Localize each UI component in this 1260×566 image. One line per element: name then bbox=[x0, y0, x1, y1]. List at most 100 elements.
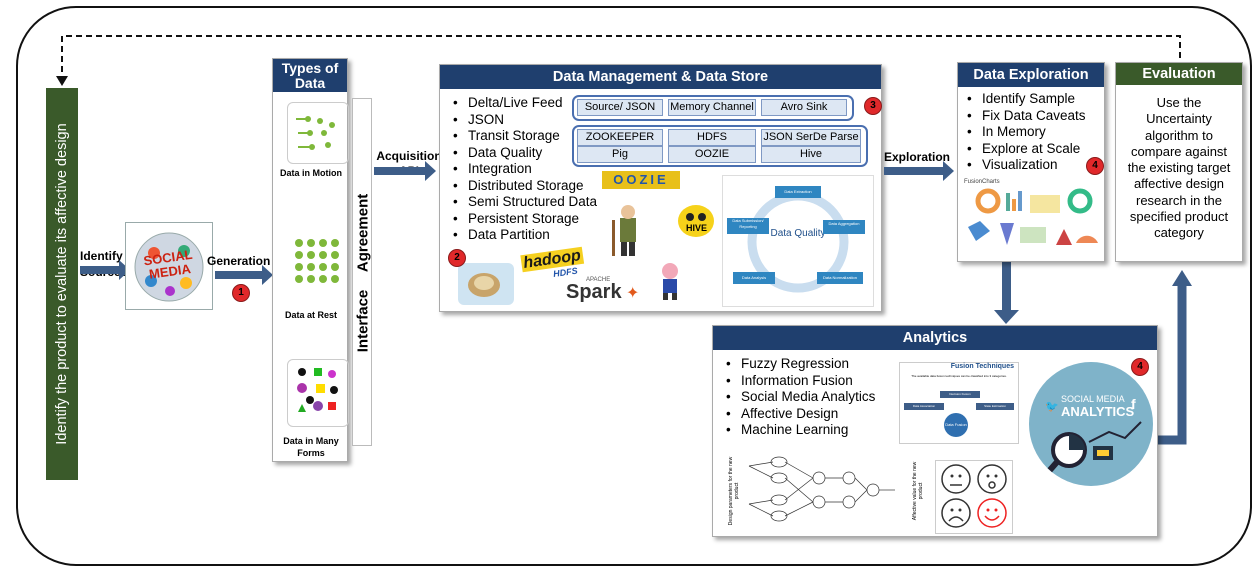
badge-2: 2 bbox=[448, 249, 466, 267]
fusion-techniques-figure: Fusion Techniques The available data fus… bbox=[899, 362, 1019, 444]
acquisition-arrow bbox=[374, 161, 436, 181]
sources-arrow bbox=[80, 260, 130, 280]
data-management-title: Data Management & Data Store bbox=[440, 65, 881, 89]
exploration-arrow bbox=[884, 161, 954, 181]
social-media-analytics-badge: SOCIAL MEDIA ANALYTICS f 🐦 bbox=[1029, 362, 1153, 486]
pill-hdfs: HDFS bbox=[668, 129, 756, 146]
fusion-node: State Estimation bbox=[976, 403, 1014, 410]
data-exploration-panel: Data Exploration Identify Sample Fix Dat… bbox=[957, 62, 1105, 262]
dq-node: Data Normalization bbox=[817, 272, 863, 284]
pill-zookeeper: ZOOKEEPER bbox=[577, 129, 663, 146]
analytics-list: Fuzzy Regression Information Fusion Soci… bbox=[719, 356, 875, 439]
de-bullet: In Memory bbox=[960, 124, 1086, 141]
fusion-node: Decision Fusion bbox=[940, 391, 980, 398]
fusion-node: Data Fusion bbox=[944, 413, 968, 437]
types-of-data-panel: Types of Data Data in Motion Data at Res… bbox=[272, 58, 349, 462]
dq-node: Data Analysis bbox=[733, 272, 775, 284]
pill-hive: Hive bbox=[761, 146, 861, 163]
charts-collage bbox=[964, 187, 1100, 257]
flume-logo bbox=[458, 263, 514, 305]
nn-left-label: Design parameters for the new product bbox=[728, 456, 740, 526]
apache-text: APACHE bbox=[586, 277, 611, 283]
evaluation-title: Evaluation bbox=[1116, 63, 1242, 85]
neural-network-figure: Design parameters for the new product Af… bbox=[728, 452, 924, 530]
data-many-forms-icon bbox=[287, 359, 349, 427]
spark-logo: APACHE Spark ✦ bbox=[566, 277, 639, 303]
hive-logo: HIVE bbox=[676, 203, 716, 239]
dm-bullet: Distributed Storage bbox=[446, 178, 597, 195]
oozie-logo: OOZIE bbox=[602, 171, 680, 189]
an-bullet: Fuzzy Regression bbox=[719, 356, 875, 373]
flume-group bbox=[572, 95, 854, 121]
hive-text: HIVE bbox=[686, 223, 708, 233]
data-at-rest-icon bbox=[287, 231, 347, 291]
dm-bullet: Data Quality bbox=[446, 145, 597, 162]
dq-node: Data Extraction bbox=[775, 186, 821, 198]
exploration-label: Exploration bbox=[884, 150, 951, 164]
de-bullet: Identify Sample bbox=[960, 91, 1086, 108]
analytics-panel: Analytics Fuzzy Regression Information F… bbox=[712, 325, 1158, 537]
connector-lines bbox=[56, 35, 1192, 445]
spark-text: Spark bbox=[566, 281, 622, 303]
fusion-sub: The available data fusion techniques can… bbox=[911, 374, 1007, 378]
dq-node: Data Submission/ Reporting bbox=[727, 218, 769, 234]
dm-bullet: Transit Storage bbox=[446, 128, 597, 145]
dm-bullet: Delta/Live Feed bbox=[446, 95, 597, 112]
sma-line2: ANALYTICS bbox=[1061, 404, 1135, 419]
dm-bullet: Integration bbox=[446, 161, 597, 178]
data-management-list: Delta/Live Feed JSON Transit Storage Dat… bbox=[446, 95, 597, 244]
dm-bullet: Semi Structured Data bbox=[446, 194, 597, 211]
data-management-panel: Data Management & Data Store Delta/Live … bbox=[439, 64, 882, 312]
dq-node: Data Aggregation bbox=[823, 220, 865, 234]
evaluation-panel: Evaluation Use the Uncertainty algorithm… bbox=[1115, 62, 1243, 262]
twitter-icon: 🐦 bbox=[1045, 401, 1059, 413]
badge-1: 1 bbox=[232, 284, 250, 302]
data-many-forms-label: Data in Many Forms bbox=[283, 436, 339, 458]
data-at-rest-label: Data at Rest bbox=[284, 310, 338, 320]
an-bullet: Social Media Analytics bbox=[719, 389, 875, 406]
pill-source-json: Source/ JSON bbox=[577, 99, 663, 116]
evaluation-text: Use the Uncertainty algorithm to compare… bbox=[1127, 95, 1231, 241]
interface-agreement-panel: Interface Agreement bbox=[352, 98, 372, 446]
generation-arrow bbox=[215, 265, 273, 285]
analytics-title: Analytics bbox=[713, 326, 1157, 350]
types-of-data-title: Types of Data bbox=[273, 59, 347, 92]
data-in-motion-icon bbox=[287, 102, 349, 164]
data-exploration-title: Data Exploration bbox=[958, 63, 1104, 87]
de-bullet: Fix Data Caveats bbox=[960, 108, 1086, 125]
social-media-image: SOCIAL MEDIA bbox=[125, 222, 213, 310]
identify-product-bar: Identify the product to evaluate its aff… bbox=[46, 88, 78, 480]
data-quality-cycle: Data Quality Data Extraction Data Aggreg… bbox=[722, 175, 874, 307]
an-bullet: Machine Learning bbox=[719, 422, 875, 439]
pill-pig: Pig bbox=[577, 146, 663, 163]
sma-line1: SOCIAL MEDIA bbox=[1061, 394, 1125, 404]
hadoop-group bbox=[572, 125, 868, 167]
interface-agreement-text: Interface Agreement bbox=[354, 193, 372, 353]
pill-json-serde: JSON SerDe Parse bbox=[761, 129, 861, 146]
data-in-motion-label: Data in Motion bbox=[280, 168, 342, 178]
an-bullet: Affective Design bbox=[719, 406, 875, 423]
pig-mascot-icon bbox=[656, 261, 684, 301]
de-bullet: Visualization bbox=[960, 157, 1086, 174]
generation-label: Generation bbox=[207, 254, 271, 268]
identify-product-text: Identify the product to evaluate its aff… bbox=[54, 123, 70, 445]
badge-4-analytics: 4 bbox=[1131, 358, 1149, 376]
pill-oozie: OOZIE bbox=[668, 146, 756, 163]
fusion-title: Fusion Techniques bbox=[950, 363, 1014, 370]
data-quality-center: Data Quality bbox=[770, 228, 826, 239]
spark-star-icon: ✦ bbox=[626, 285, 640, 302]
an-bullet: Information Fusion bbox=[719, 373, 875, 390]
dm-bullet: Data Partition bbox=[446, 227, 597, 244]
de-bullet: Explore at Scale bbox=[960, 141, 1086, 158]
data-exploration-list: Identify Sample Fix Data Caveats In Memo… bbox=[960, 91, 1086, 174]
emoticons-figure bbox=[935, 460, 1013, 534]
facebook-icon: f bbox=[1131, 396, 1136, 412]
pill-avro-sink: Avro Sink bbox=[761, 99, 847, 116]
sma-graphics bbox=[1040, 421, 1142, 480]
dm-bullet: JSON bbox=[446, 112, 597, 129]
dm-bullet: Persistent Storage bbox=[446, 211, 597, 228]
pill-memory-channel: Memory Channel bbox=[668, 99, 756, 116]
nn-right-label: Affective value for the new product bbox=[912, 461, 924, 521]
badge-4-exploration: 4 bbox=[1086, 157, 1104, 175]
oozie-mascot-icon bbox=[610, 200, 646, 260]
